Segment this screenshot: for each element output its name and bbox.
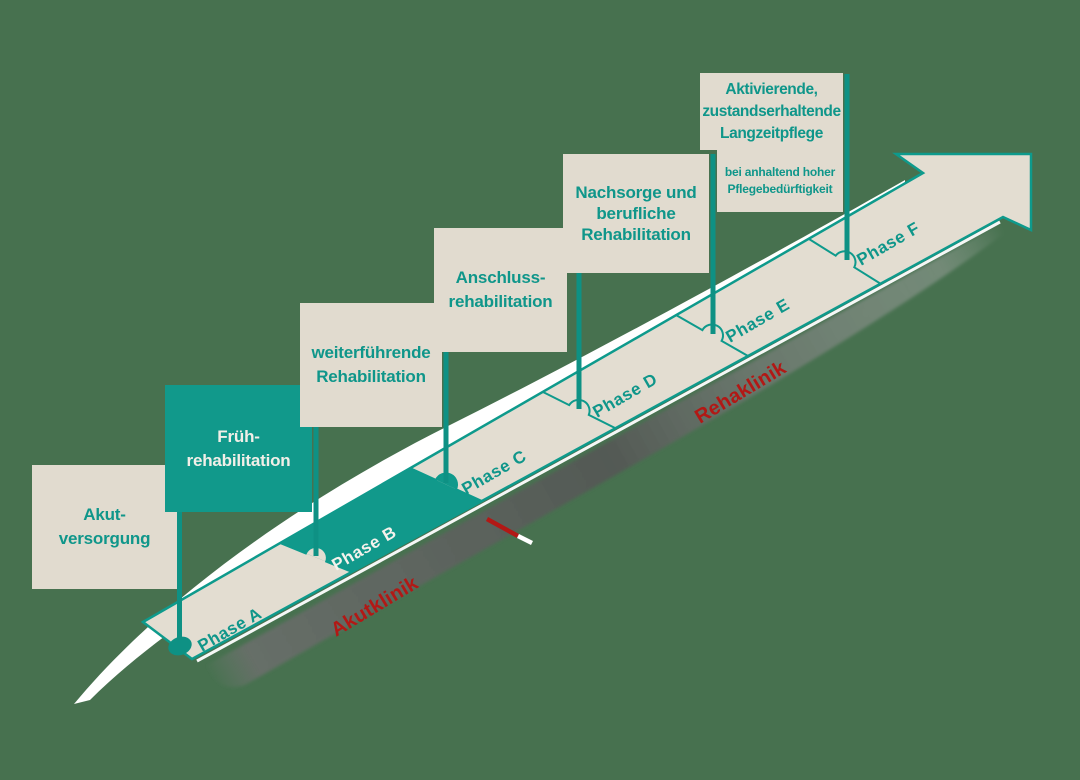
flag-line: Akut- bbox=[83, 505, 126, 524]
divider-e bbox=[675, 314, 749, 357]
ramp-shadow bbox=[205, 224, 1006, 688]
flag-line: Früh- bbox=[217, 426, 260, 446]
flag-langzeitpflege-note: bei anhaltend hoher Pflegebedürftigkeit bbox=[717, 150, 843, 212]
divider-d bbox=[542, 391, 616, 429]
flag-line: Langzeitpflege bbox=[720, 124, 823, 142]
flag-anschluss: Anschluss- rehabilitation bbox=[434, 228, 567, 352]
flag-note-line: Pflegebedürftigkeit bbox=[727, 182, 833, 196]
flag-line: berufliche bbox=[596, 204, 676, 223]
flag-line: versorgung bbox=[58, 529, 151, 548]
flag-line: Aktivierende, bbox=[725, 80, 818, 98]
divider-f bbox=[808, 238, 882, 285]
flag-weiterfuehrende: weiterführende Rehabilitation bbox=[300, 303, 442, 427]
flag-nachsorge: Nachsorge und berufliche Rehabilitation bbox=[563, 154, 709, 273]
phase-b-segment bbox=[280, 468, 482, 572]
flag-langzeitpflege: Aktivierende, zustandserhaltende Langzei… bbox=[700, 73, 843, 150]
flag-line: Rehabilitation bbox=[581, 225, 691, 244]
flag-line: Anschluss- bbox=[455, 268, 546, 287]
start-dot bbox=[168, 636, 192, 656]
flag-note-line: bei anhaltend hoher bbox=[724, 165, 836, 179]
flag-line: zustandserhaltende bbox=[702, 102, 841, 120]
flag-line: rehabilitation bbox=[448, 292, 553, 311]
divider-c bbox=[409, 467, 483, 502]
flag-line: Nachsorge und bbox=[575, 183, 697, 202]
divider-b bbox=[279, 542, 353, 573]
flag-line: weiterführende bbox=[311, 343, 431, 362]
flag-fruehrehabilitation: Früh- rehabilitation bbox=[165, 385, 312, 512]
flag-line: rehabilitation bbox=[186, 450, 291, 470]
flag-akutversorgung: Akut- versorgung bbox=[32, 465, 177, 589]
ramp-shadow-highlight bbox=[196, 220, 1001, 663]
flag-line: Rehabilitation bbox=[316, 367, 426, 386]
transition-tick bbox=[485, 517, 534, 546]
